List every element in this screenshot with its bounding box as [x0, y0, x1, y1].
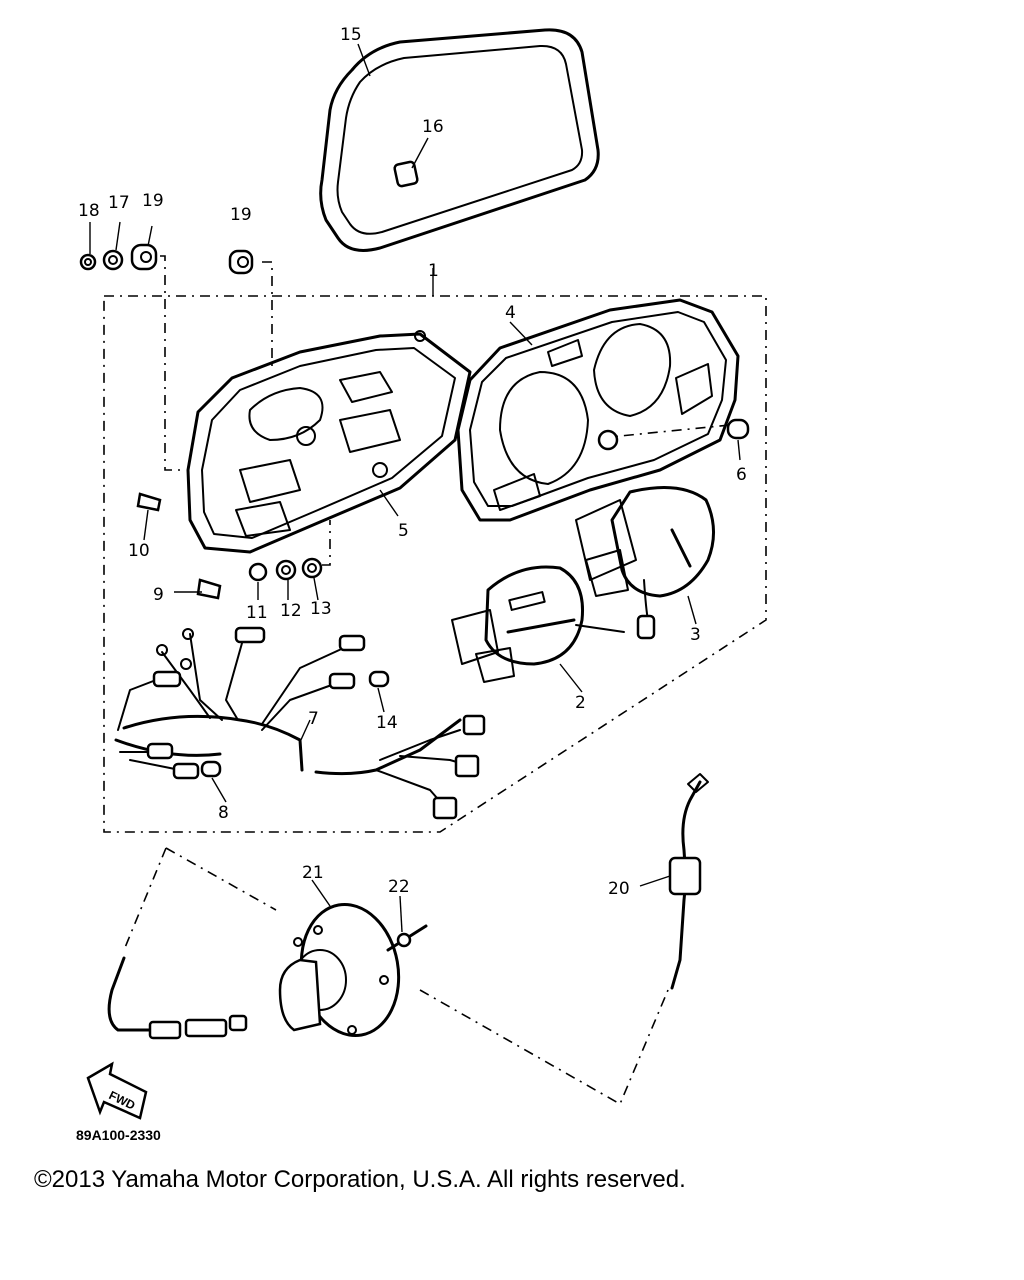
- callout-12: 12: [280, 601, 302, 621]
- part-5-meter-case: [186, 330, 472, 554]
- part-code: 89A100-2330: [76, 1127, 161, 1143]
- callout-19-right: 19: [230, 205, 252, 225]
- part-22-pin: [386, 924, 428, 952]
- callout-13: 13: [310, 599, 332, 619]
- callout-16: 16: [422, 117, 444, 137]
- callout-21: 21: [302, 863, 324, 883]
- part-4-meter-panel: [456, 298, 740, 522]
- callout-10: 10: [128, 541, 150, 561]
- callout-19-left: 19: [142, 191, 164, 211]
- callout-2: 2: [575, 693, 586, 713]
- copyright-notice: ©2013 Yamaha Motor Corporation, U.S.A. A…: [34, 1166, 686, 1193]
- callout-7: 7: [308, 709, 319, 729]
- callout-9: 9: [153, 585, 164, 605]
- part-15-meter-lens: [319, 28, 600, 252]
- part-3-tachometer: [575, 486, 715, 640]
- part-20-meter-cable: [668, 773, 709, 990]
- callout-1: 1: [428, 261, 439, 281]
- bulbs-8-14: [200, 670, 390, 778]
- callout-8: 8: [218, 803, 229, 823]
- callout-numbers: 15 16 18 17 19 19 1 4 6 5 10 9 11 12 13 …: [78, 25, 747, 899]
- fwd-arrow-icon: FWD: [86, 1061, 148, 1120]
- assembly-1-boundary: [103, 255, 767, 833]
- callout-14: 14: [376, 713, 398, 733]
- callout-6: 6: [736, 465, 747, 485]
- callout-22: 22: [388, 877, 410, 897]
- callout-15: 15: [340, 25, 362, 45]
- callout-4: 4: [505, 303, 516, 323]
- small-fasteners-top: [79, 243, 254, 275]
- callout-5: 5: [398, 521, 409, 541]
- callout-leaders: [89, 43, 741, 933]
- part-16-pad: [393, 160, 419, 188]
- part-7-wire-harness: [114, 626, 486, 820]
- connection-lines: [123, 847, 669, 1106]
- part-21-gear-unit: [278, 902, 401, 1038]
- callout-3: 3: [690, 625, 701, 645]
- screws-washers: [136, 492, 323, 600]
- part-6-bulb: [726, 418, 750, 440]
- lower-cable: [107, 956, 248, 1040]
- callout-20: 20: [608, 879, 630, 899]
- callout-17: 17: [108, 193, 130, 213]
- part-2-speedometer: [451, 565, 625, 683]
- callout-11: 11: [246, 603, 268, 623]
- callout-18: 18: [78, 201, 100, 221]
